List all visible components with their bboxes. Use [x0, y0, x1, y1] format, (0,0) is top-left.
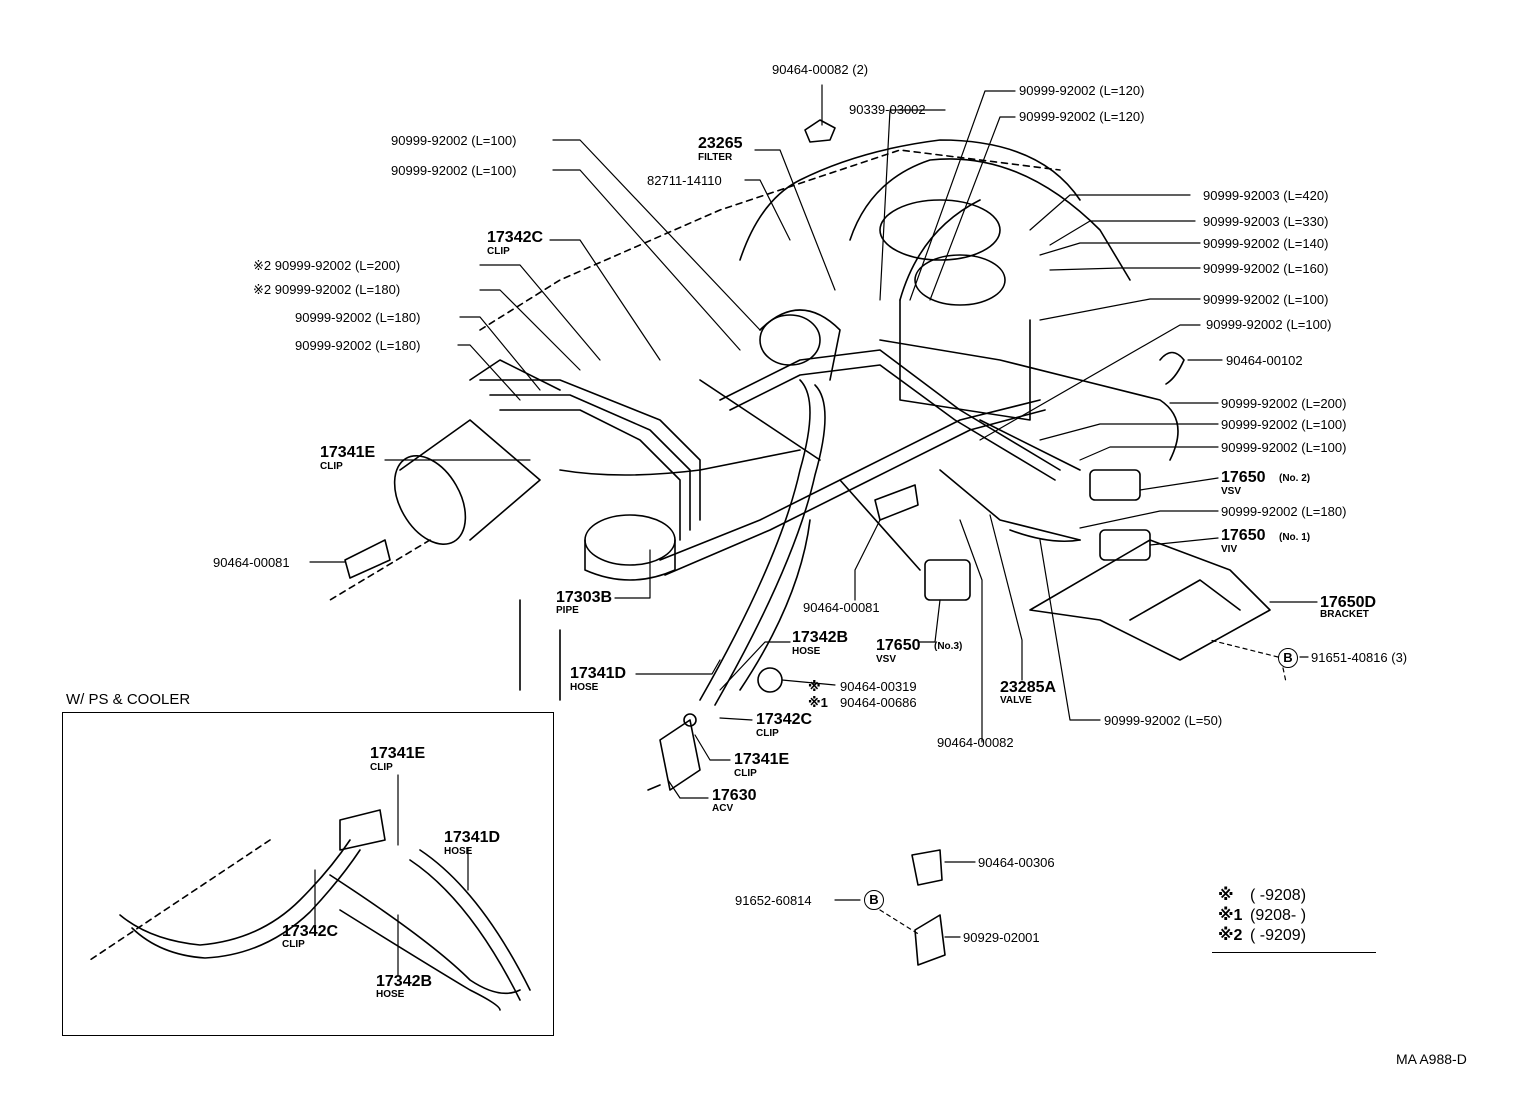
label-91652-60814: 91652-60814	[735, 893, 812, 908]
label-clip-17341e-main: CLIP	[320, 461, 343, 472]
label-90999-92002-l200-a: ※2 90999-92002 (L=200)	[253, 258, 401, 273]
air-cleaner-drawing	[393, 359, 676, 701]
engine-outline	[89, 149, 1061, 961]
label-90999-92002-l50: 90999-92002 (L=50)	[1104, 713, 1223, 728]
label-bracket: BRACKET	[1320, 609, 1369, 620]
label-valve: VALVE	[1000, 695, 1032, 706]
label-90464-00082: 90464-00082	[937, 735, 1014, 750]
label-viv: VIV	[1221, 544, 1238, 555]
plenum-drawing	[759, 199, 1031, 421]
label-no2: (No. 2)	[1279, 473, 1311, 484]
legend-text-0: ( -9208)	[1250, 887, 1307, 904]
label-17342c-mid: 17342C	[756, 711, 813, 728]
label-17650-no3: 17650	[876, 637, 921, 654]
label-17650-no2: 17650	[1221, 469, 1266, 486]
label-90464-00319: 90464-00319	[840, 679, 917, 694]
label-hose-17342b: HOSE	[792, 646, 821, 657]
inset-label-17342c: 17342C	[282, 923, 339, 940]
label-90999-92002-l100-a: 90999-92002 (L=100)	[391, 133, 517, 148]
inset-drawing	[119, 809, 531, 1011]
footer-code: MA A988-D	[1396, 1051, 1467, 1067]
inset-label-hose-17341d: HOSE	[444, 846, 473, 857]
inset-label-clip-17342c: CLIP	[282, 939, 305, 950]
label-hose-17341d: HOSE	[570, 682, 599, 693]
label-90999-92003-l330: 90999-92003 (L=330)	[1203, 214, 1329, 229]
label-90999-92002-l160: 90999-92002 (L=160)	[1203, 261, 1329, 276]
label-vsv-no2: VSV	[1221, 486, 1242, 497]
label-90999-92002-l180-c: 90999-92002 (L=180)	[295, 338, 421, 353]
label-filter: FILTER	[698, 152, 733, 163]
label-90999-92002-l180-d: 90999-92002 (L=180)	[1221, 504, 1347, 519]
vsv-components	[924, 469, 1151, 601]
label-clip-17341e-mid: CLIP	[734, 768, 757, 779]
label-asterisk: ※	[808, 679, 821, 694]
legend-text-1: (9208- )	[1250, 907, 1307, 924]
label-23285a: 23285A	[1000, 679, 1057, 696]
label-90339-03002: 90339-03002	[849, 102, 926, 117]
legend-mark-1: ※1	[1218, 907, 1243, 924]
label-17650d: 17650D	[1320, 594, 1377, 611]
label-90464-00081-mid: 90464-00081	[803, 600, 880, 615]
label-90464-00686: 90464-00686	[840, 695, 917, 710]
label-no1: (No. 1)	[1279, 532, 1311, 543]
label-90929-02001: 90929-02001	[963, 930, 1040, 945]
legend-mark-0: ※	[1218, 887, 1234, 904]
inset-label-hose-17342b: HOSE	[376, 989, 405, 1000]
clip-drawings	[344, 119, 1185, 966]
label-17341d: 17341D	[570, 665, 627, 682]
legend-mark-2: ※2	[1218, 927, 1243, 944]
label-90999-92002-l100-e: 90999-92002 (L=100)	[1221, 417, 1347, 432]
label-acv: ACV	[712, 803, 734, 814]
inset-label-17341e: 17341E	[370, 745, 426, 762]
label-clip-top: CLIP	[487, 246, 510, 257]
label-90464-00082-2: 90464-00082 (2)	[772, 62, 869, 77]
label-90999-92002-l120-a: 90999-92002 (L=120)	[1019, 83, 1145, 98]
bracket-drawing	[1029, 539, 1271, 661]
inset-label-17341d: 17341D	[444, 829, 501, 846]
label-90999-92002-l140: 90999-92002 (L=140)	[1203, 236, 1329, 251]
acv-drawing	[647, 719, 701, 791]
label-17342c-top: 17342C	[487, 229, 544, 246]
label-17342b: 17342B	[792, 629, 849, 646]
label-17303b: 17303B	[556, 589, 613, 606]
label-90999-92002-l120-b: 90999-92002 (L=120)	[1019, 109, 1145, 124]
label-90999-92002-l200-b: 90999-92002 (L=200)	[1221, 396, 1347, 411]
label-23265: 23265	[698, 135, 743, 152]
label-91651-40816: 91651-40816 (3)	[1311, 650, 1408, 665]
label-90464-00306: 90464-00306	[978, 855, 1055, 870]
hose-bundle	[479, 139, 1179, 706]
inset-label-17342b: 17342B	[376, 973, 433, 990]
label-90999-92002-l100-c: 90999-92002 (L=100)	[1203, 292, 1329, 307]
label-90464-00081-left: 90464-00081	[213, 555, 290, 570]
label-90999-92002-l100-f: 90999-92002 (L=100)	[1221, 440, 1347, 455]
inset-box	[62, 712, 554, 1036]
label-90999-92002-l100-b: 90999-92002 (L=100)	[391, 163, 517, 178]
label-17341e-mid: 17341E	[734, 751, 790, 768]
label-no3: (No.3)	[934, 641, 963, 652]
circle-b-mark-right: B	[1278, 648, 1298, 668]
label-90999-92003-l420: 90999-92003 (L=420)	[1203, 188, 1329, 203]
label-17341e-main: 17341E	[320, 444, 376, 461]
label-pipe: PIPE	[556, 605, 579, 616]
label-90999-92002-l100-d: 90999-92002 (L=100)	[1206, 317, 1332, 332]
label-90999-92002-l180-b: 90999-92002 (L=180)	[295, 310, 421, 325]
legend-underline	[1212, 952, 1376, 953]
circle-b-mark-bottom: B	[864, 890, 884, 910]
leader-lines	[309, 84, 1318, 976]
label-17650-no1: 17650	[1221, 527, 1266, 544]
inset-label-clip-17341e: CLIP	[370, 762, 393, 773]
legend-text-2: ( -9209)	[1250, 927, 1307, 944]
label-vsv-no3: VSV	[876, 654, 897, 665]
label-clip-17342c-mid: CLIP	[756, 728, 779, 739]
label-17630: 17630	[712, 787, 757, 804]
label-82711-14110: 82711-14110	[647, 173, 722, 188]
label-asterisk-1: ※1	[808, 695, 828, 710]
label-90464-00102: 90464-00102	[1226, 353, 1303, 368]
inset-title: W/ PS & COOLER	[66, 691, 191, 708]
label-90999-92002-l180-a: ※2 90999-92002 (L=180)	[253, 282, 401, 297]
